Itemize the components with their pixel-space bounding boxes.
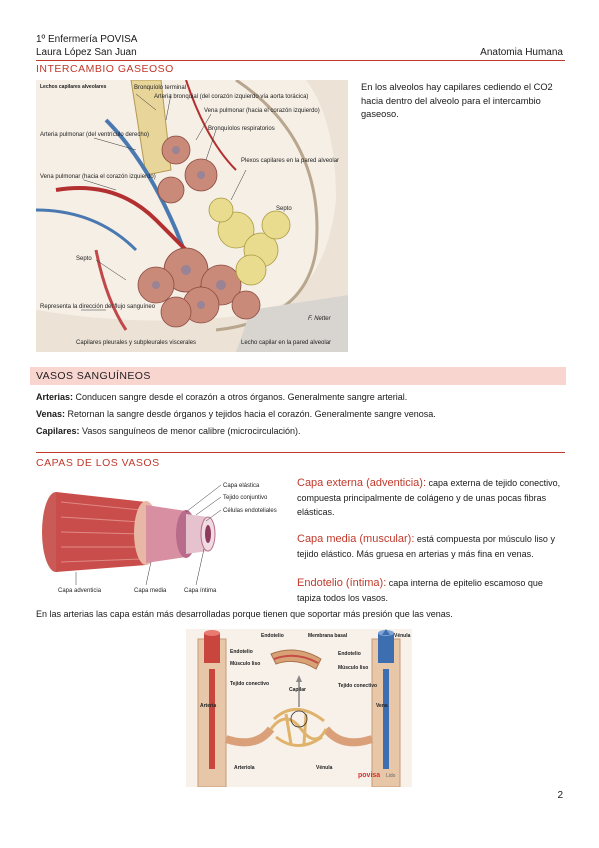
desc-capilares: Vasos sanguíneos de menor calibre (micro… <box>79 426 301 436</box>
arterias-note: En las arterias las capa están más desar… <box>36 609 453 619</box>
label-arteria-pulmonar: Arteria pulmonar (del ventrículo derecho… <box>40 132 149 138</box>
vessel-layers-figure: Capa elástica Tejido conjuntivo Células … <box>36 477 288 597</box>
label-celulas-endoteliales: Células endoteliales <box>223 508 277 514</box>
label-plexos: Plexos capilares en la pared alveolar <box>241 158 339 164</box>
label-capa-adventicia: Capa adventicia <box>58 588 102 594</box>
intercambio-text: En los alveolos hay capilares cediendo e… <box>361 82 553 119</box>
label-septo-1: Septo <box>276 206 292 212</box>
label-representa: Representa la dirección del flujo sanguí… <box>40 304 156 310</box>
alveoli-illustration: Lechos capilares alveolares Bronquíolo t… <box>36 80 348 352</box>
label-tejido-conjuntivo: Tejido conjuntivo <box>223 495 268 501</box>
brand-povisa: povisa <box>358 772 380 779</box>
label-endotelio-top: Endotelio <box>261 633 284 639</box>
label-capa-intima: Capa íntima <box>184 588 217 594</box>
layer-desc-media: está compuesta por músculo liso y tejido… <box>297 534 555 559</box>
label-bronquiolo-terminal: Bronquíolo terminal <box>134 85 186 91</box>
alveoli-figure: Lechos capilares alveolares Bronquíolo t… <box>36 80 348 352</box>
label-vena-pulmonar-izq: Vena pulmonar (hacia el corazón izquierd… <box>40 174 156 180</box>
label-lechos: Lechos capilares alveolares <box>40 84 107 90</box>
header-course: 1º Enfermería POVISA <box>36 34 138 45</box>
layer-intima: Endotelio (íntima): capa interna de epit… <box>297 576 565 605</box>
label-septo-2: Septo <box>76 256 92 262</box>
label-bronquiolos-resp: Bronquíolos respiratorios <box>208 126 275 132</box>
layer-adventicia: Capa externa (adventicia): capa externa … <box>297 476 565 520</box>
vessel-layers-illustration: Capa elástica Tejido conjuntivo Células … <box>42 483 277 594</box>
brand-lido: Lido <box>386 773 396 779</box>
term-capilares: Capilares: <box>36 426 80 436</box>
layer-name-adventicia: Capa externa (adventicia): <box>297 477 427 489</box>
desc-venas: Retornan la sangre desde órganos y tejid… <box>65 409 436 419</box>
label-venula: Vénula <box>316 765 333 771</box>
label-arteriola: Arteriola <box>234 765 255 771</box>
label-membrana-basal: Membrana basal <box>308 633 348 639</box>
label-vena: Vena <box>376 703 388 709</box>
section-title-intercambio: INTERCAMBIO GASEOSO <box>36 63 174 75</box>
label-lecho-capilar: Lecho capilar en la pared alveolar <box>241 340 331 346</box>
label-capa-media: Capa media <box>134 588 167 594</box>
layer-name-intima: Endotelio (íntima): <box>297 577 387 589</box>
section-band-vasos: VASOS SANGUÍNEOS <box>30 367 566 385</box>
label-musculo-liso-right: Músculo liso <box>338 665 368 671</box>
label-tejido-conectivo-right: Tejido conectivo <box>338 683 377 689</box>
layer-desc-adventicia: capa externa de tejido conectivo, compue… <box>297 478 561 517</box>
vasos-venas: Venas: Retornan la sangre desde órganos … <box>36 407 566 422</box>
term-venas: Venas: <box>36 409 66 419</box>
netter-signature: F. Netter <box>308 316 332 322</box>
label-endotelio-left: Endotelio <box>230 649 253 655</box>
header-rule <box>36 60 565 61</box>
label-arteria: Arteria <box>200 703 216 709</box>
header-subject: Anatomia Humana <box>480 47 563 58</box>
layer-media: Capa media (muscular): está compuesta po… <box>297 532 565 561</box>
label-endotelio-right: Endotelio <box>338 651 361 657</box>
label-vena-pulmonar-hacia: Vena pulmonar (hacia el corazón izquierd… <box>204 108 320 114</box>
header-author: Laura López San Juan <box>36 47 137 58</box>
desc-arterias: Conducen sangre desde el corazón a otros… <box>73 392 408 402</box>
label-capilar: Capilar <box>289 687 306 693</box>
vasos-capilares: Capilares: Vasos sanguíneos de menor cal… <box>36 424 566 439</box>
section-title-vasos: VASOS SANGUÍNEOS <box>36 370 151 382</box>
page-number: 2 <box>557 790 563 801</box>
label-capa-elastica: Capa elástica <box>223 483 260 489</box>
circulation-figure: Endotelio Membrana basal Vénula Endoteli… <box>186 629 412 787</box>
label-musculo-liso-left: Músculo liso <box>230 661 260 667</box>
section-title-capas: CAPAS DE LOS VASOS <box>36 457 160 469</box>
label-capilares-pleurales: Capilares pleurales y subpleurales visce… <box>76 340 196 346</box>
layer-desc-intima: capa interna de epitelio escamoso que ta… <box>297 578 543 603</box>
label-venula-top: Vénula <box>394 633 411 639</box>
term-arterias: Arterias: <box>36 392 74 402</box>
vasos-arterias: Arterias: Conducen sangre desde el coraz… <box>36 390 566 405</box>
label-arteria-bronquial: Arteria bronquial (del corazón izquierdo… <box>154 94 308 100</box>
label-tejido-conectivo-left: Tejido conectivo <box>230 681 269 687</box>
circulation-illustration: Endotelio Membrana basal Vénula Endoteli… <box>197 629 411 787</box>
layer-name-media: Capa media (muscular): <box>297 533 415 545</box>
section-rule-capas <box>36 452 565 453</box>
